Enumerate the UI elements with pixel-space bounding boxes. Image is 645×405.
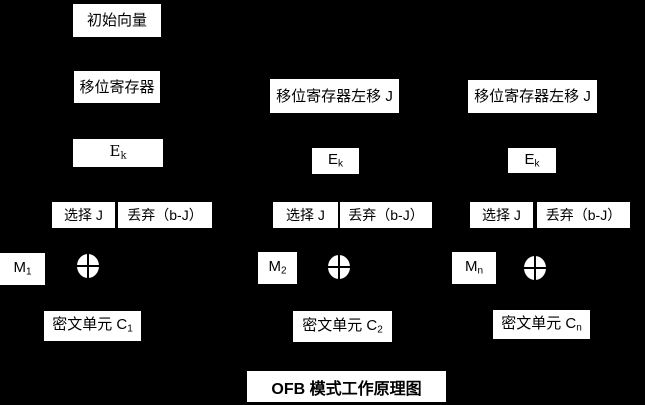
encrypt-label-1: Ek bbox=[109, 142, 127, 162]
shift-register-label-n: 移位寄存器左移 J bbox=[474, 88, 591, 105]
diagram-title-label: OFB 模式工作原理图 bbox=[271, 380, 422, 398]
shift-register-box-1: 移位寄存器 bbox=[74, 71, 160, 103]
discard-label-1: 丢弃（b-J） bbox=[127, 207, 203, 223]
encrypt-box-1: Ek bbox=[73, 139, 163, 167]
initial-vector-box: 初始向量 bbox=[73, 4, 161, 37]
diagram-title: OFB 模式工作原理图 bbox=[247, 371, 446, 402]
encrypt-label-n: Ek bbox=[524, 150, 540, 170]
shift-register-label-1: 移位寄存器 bbox=[79, 78, 155, 96]
ciphertext-label-n: 密文单元 Cn bbox=[501, 314, 582, 334]
ciphertext-box-2: 密文单元 C2 bbox=[293, 311, 392, 342]
message-label-1: M1 bbox=[13, 259, 32, 278]
shift-register-label-2: 移位寄存器左移 J bbox=[276, 87, 393, 105]
encrypt-label-2: Ek bbox=[327, 151, 343, 170]
discard-box-n: 丢弃（b-J） bbox=[537, 202, 630, 228]
xor-icon-1 bbox=[77, 254, 99, 278]
select-j-label-n: 选择 J bbox=[482, 207, 521, 223]
message-label-2: M2 bbox=[268, 258, 287, 277]
discard-box-1: 丢弃（b-J） bbox=[118, 202, 212, 228]
ciphertext-box-1: 密文单元 C1 bbox=[44, 311, 141, 341]
select-j-label-1: 选择 J bbox=[64, 207, 103, 223]
ciphertext-label-1: 密文单元 C1 bbox=[52, 316, 133, 335]
select-j-box-1: 选择 J bbox=[52, 202, 115, 228]
discard-label-n: 丢弃（b-J） bbox=[545, 207, 622, 223]
message-box-1: M1 bbox=[0, 253, 45, 285]
select-j-box-n: 选择 J bbox=[470, 202, 533, 228]
discard-box-2: 丢弃（b-J） bbox=[340, 202, 432, 228]
message-box-2: M2 bbox=[258, 252, 297, 284]
select-j-label-2: 选择 J bbox=[286, 207, 325, 223]
xor-icon-2 bbox=[328, 255, 350, 279]
ciphertext-label-2: 密文单元 C2 bbox=[302, 316, 383, 336]
shift-register-box-n: 移位寄存器左移 J bbox=[468, 80, 597, 113]
message-label-n: Mn bbox=[464, 258, 484, 277]
select-j-box-2: 选择 J bbox=[273, 202, 338, 228]
shift-register-box-2: 移位寄存器左移 J bbox=[270, 79, 399, 113]
ciphertext-box-n: 密文单元 Cn bbox=[493, 310, 590, 339]
xor-icon-n bbox=[524, 256, 546, 280]
message-box-n: Mn bbox=[452, 252, 496, 284]
encrypt-box-2: Ek bbox=[312, 148, 359, 174]
initial-vector-label: 初始向量 bbox=[86, 12, 147, 29]
discard-label-2: 丢弃（b-J） bbox=[348, 207, 424, 223]
encrypt-box-n: Ek bbox=[508, 148, 556, 173]
